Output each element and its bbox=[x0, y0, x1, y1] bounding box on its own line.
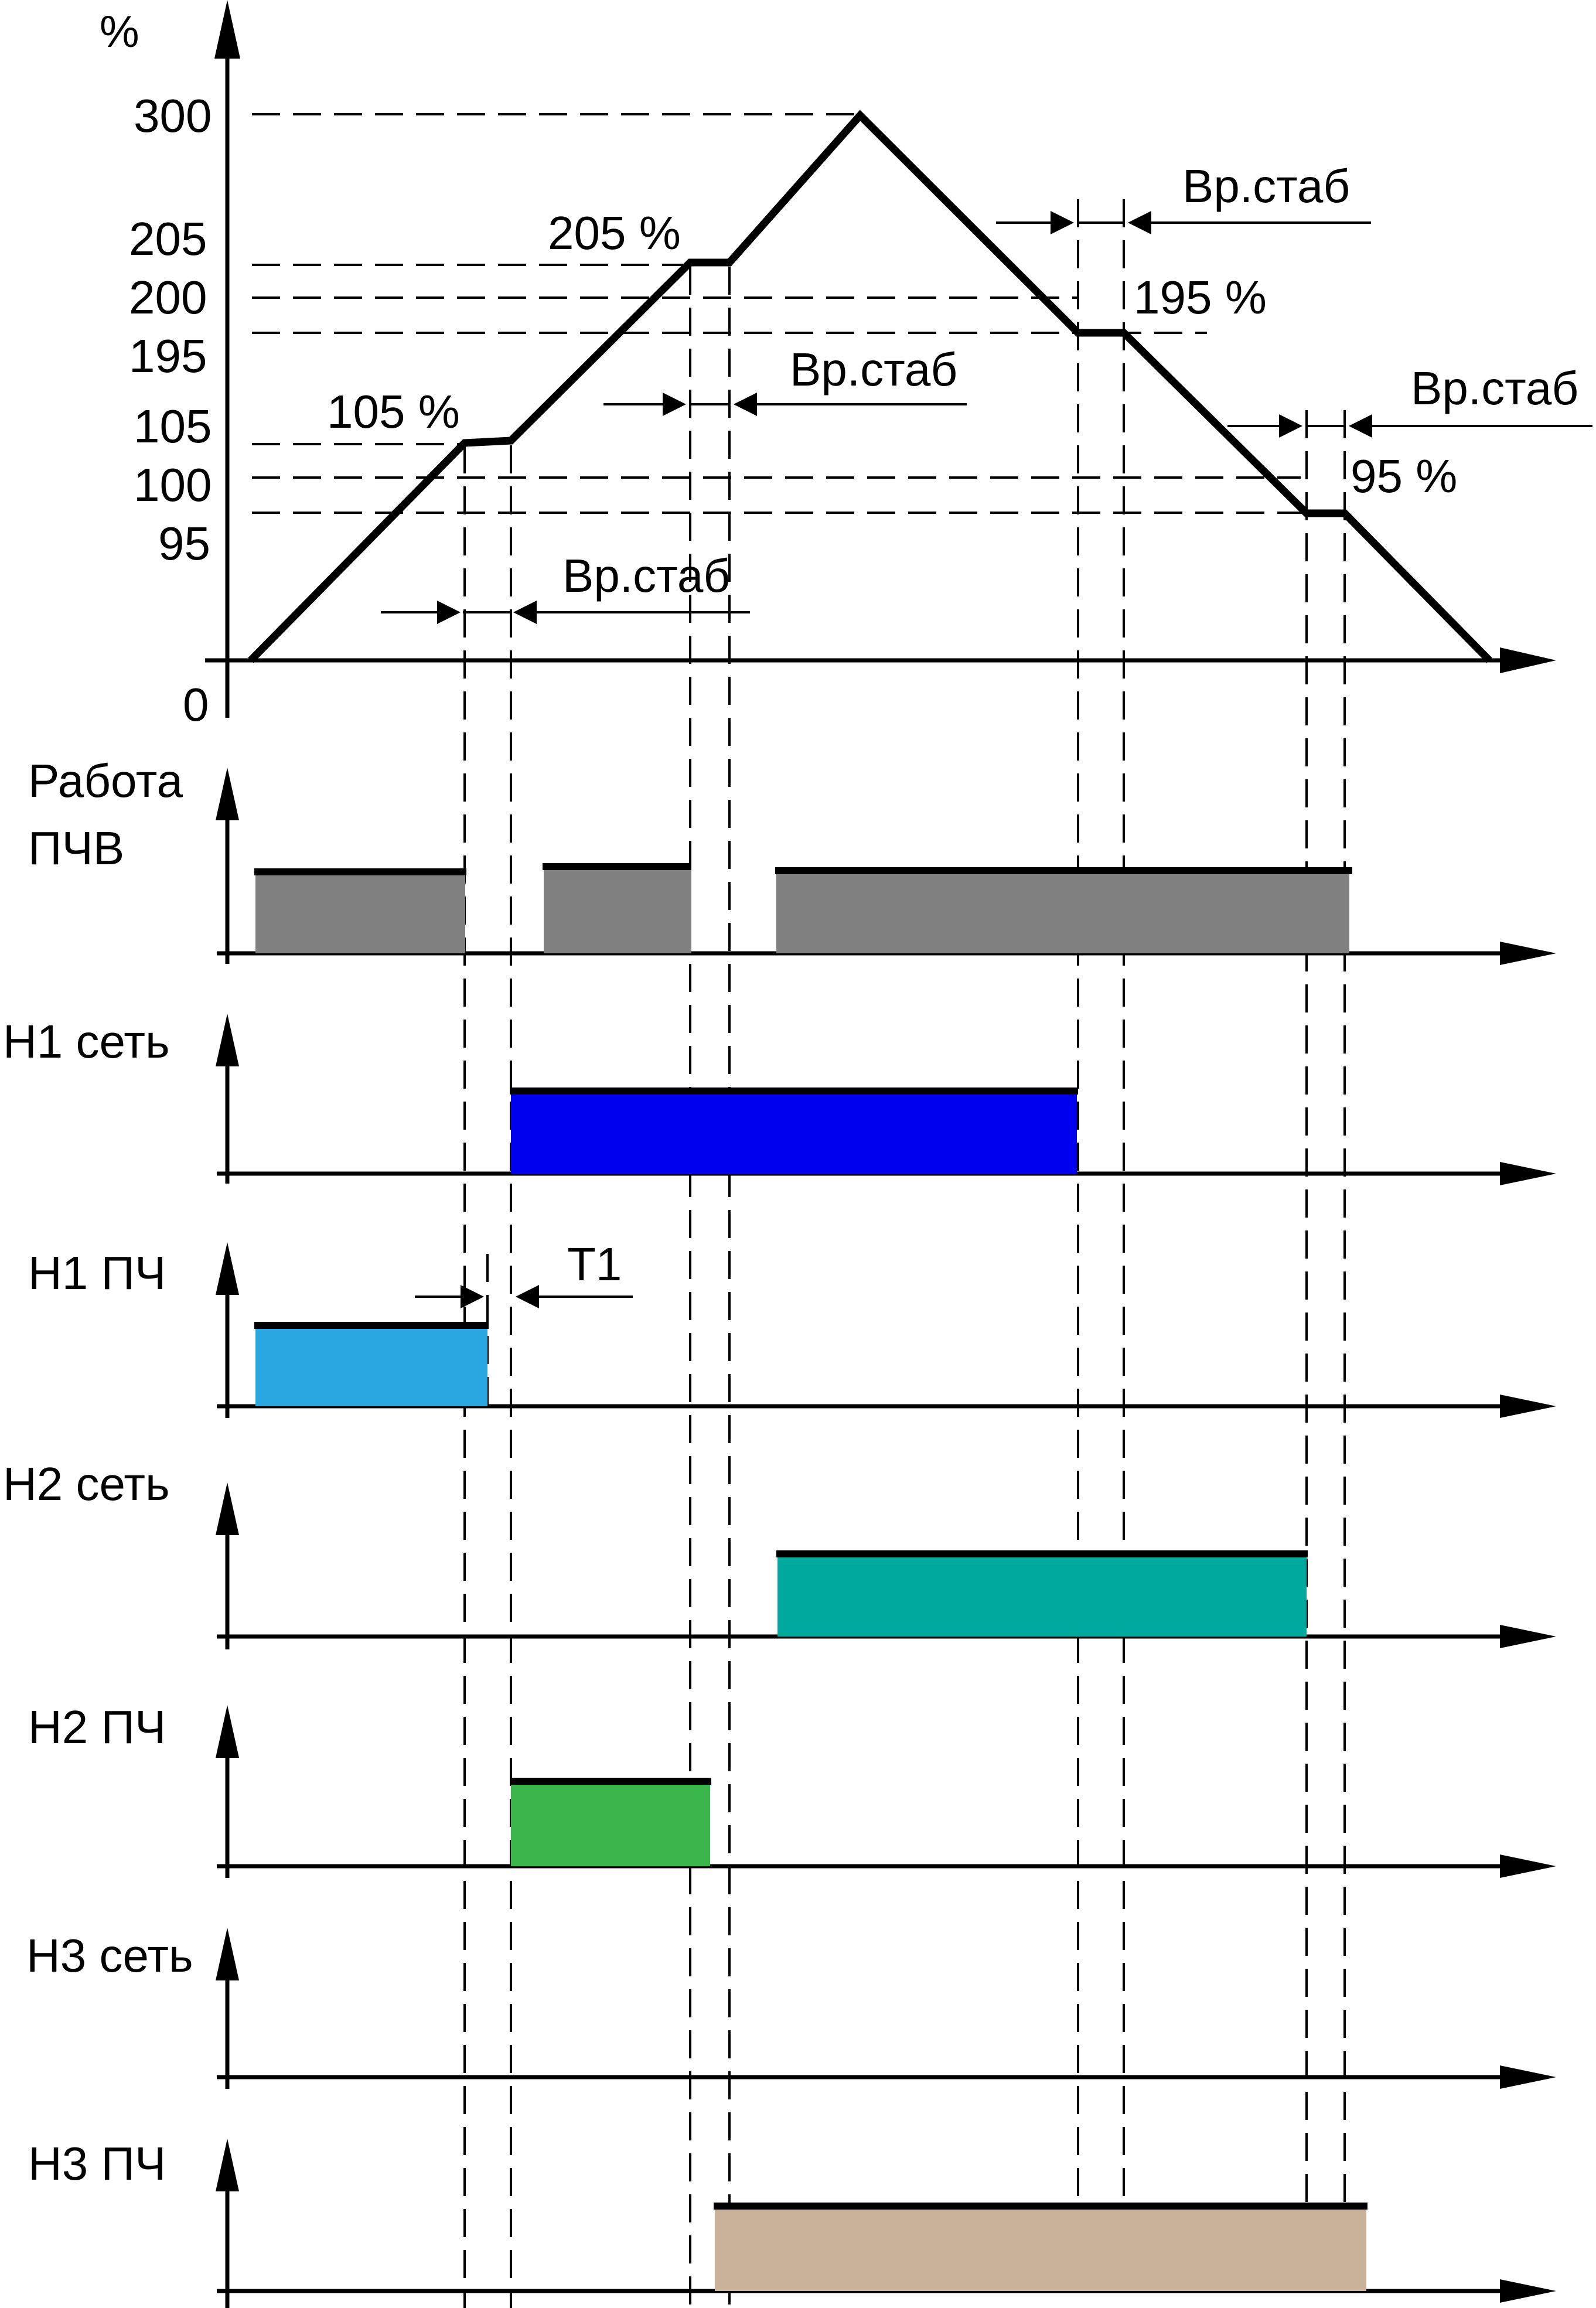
y-unit-label: % bbox=[100, 7, 139, 57]
row-x-arrow-icon bbox=[1500, 1395, 1556, 1418]
stab-time-dimension-3: Вр.стаб bbox=[996, 160, 1371, 234]
channel-rows: Работа ПЧВ Н1 сеть Н1 ПЧ bbox=[3, 755, 1556, 2308]
row-y-arrow-icon bbox=[216, 1705, 239, 1758]
channel-label-n1-net: Н1 сеть bbox=[3, 1015, 170, 1068]
channel-row-n3-net: Н3 сеть bbox=[26, 1928, 1556, 2089]
pressure-curve bbox=[248, 110, 1492, 663]
row-x-arrow-icon bbox=[1500, 1162, 1556, 1185]
stab-label-4: Вр.стаб bbox=[1411, 362, 1578, 414]
n2-net-bar bbox=[777, 1554, 1307, 1637]
channel-label-n2-pch: Н2 ПЧ bbox=[28, 1701, 166, 1753]
annotation-105: 105 % bbox=[327, 386, 460, 438]
pchv-bar-1 bbox=[255, 872, 465, 953]
channel-row-n2-pch: Н2 ПЧ bbox=[28, 1701, 1556, 1878]
stab-time-dimension-1: Вр.стаб bbox=[381, 550, 750, 624]
tick-300: 300 bbox=[134, 90, 212, 142]
n1-net-bar bbox=[511, 1091, 1077, 1174]
x-axis-arrow-icon bbox=[1500, 647, 1556, 673]
channel-label-n1-pch: Н1 ПЧ bbox=[28, 1247, 166, 1299]
channel-label-pchv-line1: Работа bbox=[28, 755, 183, 807]
row-y-arrow-icon bbox=[216, 1014, 239, 1066]
row-x-arrow-icon bbox=[1500, 1625, 1556, 1648]
pressure-chart: % 300 205 200 195 105 100 95 0 105 % 205… bbox=[100, 0, 1592, 731]
stab-time-dimension-4: Вр.стаб bbox=[1227, 362, 1592, 438]
tick-95: 95 bbox=[158, 517, 210, 570]
channel-row-pchv: Работа ПЧВ bbox=[28, 755, 1556, 965]
row-x-arrow-icon bbox=[1500, 2279, 1556, 2303]
row-x-arrow-icon bbox=[1500, 942, 1556, 965]
t1-label: T1 bbox=[567, 1238, 622, 1290]
row-y-arrow-icon bbox=[216, 1928, 239, 1980]
tick-0: 0 bbox=[183, 679, 209, 731]
annotation-195: 195 % bbox=[1134, 271, 1267, 323]
row-y-arrow-icon bbox=[216, 1482, 239, 1535]
stab-time-dimension-2: Вр.стаб bbox=[603, 343, 967, 416]
annotation-205: 205 % bbox=[548, 207, 681, 259]
row-y-arrow-icon bbox=[216, 768, 239, 820]
row-x-arrow-icon bbox=[1500, 2065, 1556, 2089]
tick-100: 100 bbox=[134, 459, 212, 511]
tick-205: 205 bbox=[129, 213, 207, 265]
tick-195: 195 bbox=[129, 330, 207, 382]
channel-row-n1-net: Н1 сеть bbox=[3, 1014, 1556, 1185]
n2-pch-bar bbox=[511, 1781, 710, 1866]
row-y-arrow-icon bbox=[216, 2139, 239, 2191]
stab-label-2: Вр.стаб bbox=[790, 343, 957, 396]
pchv-bar-3 bbox=[776, 871, 1349, 953]
n1-pch-bar bbox=[255, 1325, 487, 1406]
channel-label-n3-pch: Н3 ПЧ bbox=[28, 2137, 166, 2190]
y-axis-arrow-icon bbox=[214, 0, 240, 59]
tick-105: 105 bbox=[134, 400, 212, 452]
stab-label-1: Вр.стаб bbox=[562, 550, 730, 602]
annotation-95: 95 % bbox=[1351, 450, 1457, 502]
n3-pch-bar bbox=[715, 2206, 1366, 2291]
channel-label-n3-net: Н3 сеть bbox=[26, 1929, 193, 1982]
time-guides bbox=[463, 199, 1346, 2308]
row-y-arrow-icon bbox=[216, 1242, 239, 1295]
tick-200: 200 bbox=[129, 271, 207, 323]
channel-row-n1-pch: Н1 ПЧ T1 bbox=[28, 1238, 1556, 1418]
stab-label-3: Вр.стаб bbox=[1182, 160, 1350, 212]
pchv-bar-2 bbox=[544, 867, 691, 953]
channel-row-n3-pch: Н3 ПЧ bbox=[28, 2137, 1556, 2308]
channel-label-n2-net: Н2 сеть bbox=[3, 1458, 170, 1510]
channel-row-n2-net: Н2 сеть bbox=[3, 1458, 1556, 1649]
t1-dimension: T1 bbox=[415, 1238, 633, 1308]
channel-label-pchv-line2: ПЧВ bbox=[28, 822, 124, 874]
row-x-arrow-icon bbox=[1500, 1854, 1556, 1878]
